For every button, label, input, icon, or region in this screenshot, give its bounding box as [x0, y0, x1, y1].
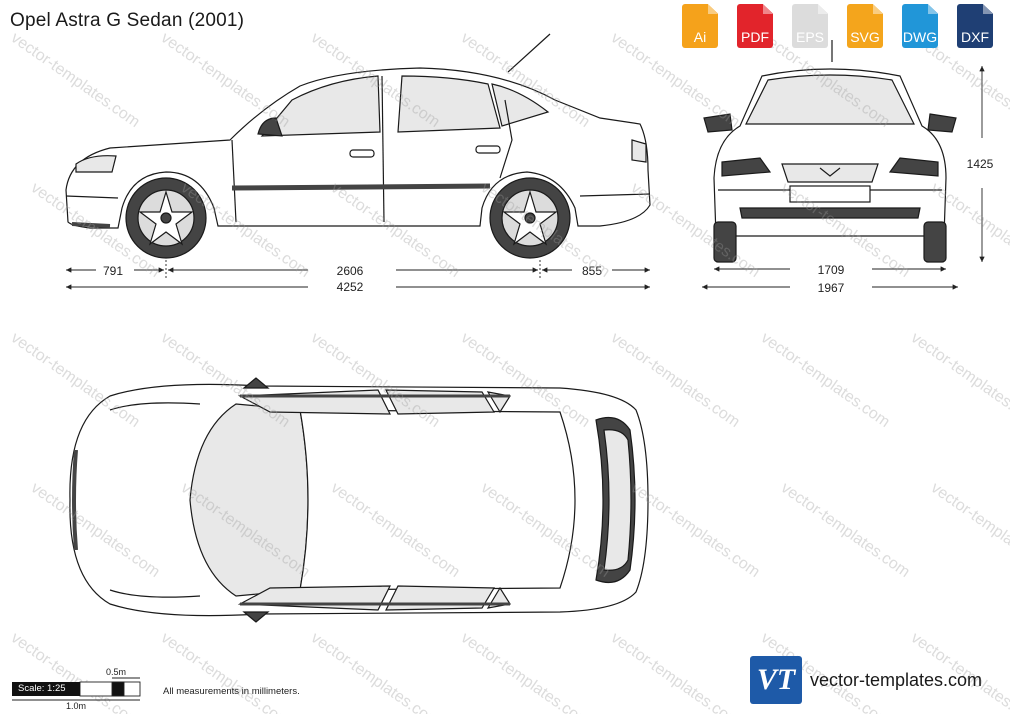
- format-label: EPS: [795, 29, 824, 45]
- scale-full-label: 1.0m: [66, 701, 87, 711]
- format-eps-icon[interactable]: EPS: [786, 4, 834, 48]
- watermark-text: vector-templates.com: [8, 29, 143, 131]
- watermark-text: vector-templates.com: [158, 29, 293, 131]
- brand-site[interactable]: vector-templates.com: [810, 669, 983, 690]
- dim-length: 4252: [337, 280, 364, 294]
- watermark-text: vector-templates.com: [928, 479, 1010, 581]
- side-dimensions: [66, 260, 650, 290]
- dim-height: 1425: [967, 157, 994, 171]
- format-icons: Ai PDF EPS SVG DWG DXF: [676, 4, 999, 48]
- format-label: Ai: [693, 29, 707, 45]
- format-label: PDF: [741, 29, 769, 45]
- rear-wheel: [489, 177, 571, 259]
- dim-front-overhang: 791: [103, 264, 123, 278]
- watermark-text: vector-templates.com: [158, 629, 293, 714]
- top-view: [69, 377, 649, 623]
- dim-rear-overhang: 855: [582, 264, 602, 278]
- watermark-text: vector-templates.com: [628, 479, 763, 581]
- brand-block[interactable]: VT vector-templates.com: [750, 656, 982, 704]
- watermark-text: vector-templates.com: [458, 629, 593, 714]
- dim-wheelbase: 2606: [337, 264, 364, 278]
- vt-logo-icon: VT: [750, 656, 802, 704]
- watermark-text: vector-templates.com: [308, 629, 443, 714]
- front-wheel: [125, 177, 207, 259]
- format-svg-icon[interactable]: SVG: [841, 4, 889, 48]
- watermark-text: vector-templates.com: [608, 629, 743, 714]
- format-label: DWG: [902, 29, 938, 45]
- scale-label: Scale: 1:25: [12, 682, 80, 696]
- front-dimensions: [702, 66, 985, 290]
- format-ai-icon[interactable]: Ai: [676, 4, 724, 48]
- watermark-text: vector-templates.com: [758, 329, 893, 431]
- scale-half-label: 0.5m: [106, 667, 127, 677]
- watermark-text: vector-templates.com: [8, 329, 143, 431]
- dim-track-width: 1709: [818, 263, 845, 277]
- side-view: [65, 33, 651, 259]
- watermark-text: vector-templates.com: [908, 329, 1010, 431]
- page-title: Opel Astra G Sedan (2001): [10, 10, 245, 31]
- dim-width-mirrors: 1967: [818, 281, 845, 295]
- watermark-text: vector-templates.com: [778, 479, 913, 581]
- format-label: DXF: [961, 29, 989, 45]
- measurement-note: All measurements in millimeters.: [163, 686, 300, 697]
- format-label: SVG: [850, 29, 880, 45]
- format-pdf-icon[interactable]: PDF: [731, 4, 779, 48]
- format-dxf-icon[interactable]: DXF: [951, 4, 999, 48]
- scale-bar: [12, 677, 141, 701]
- format-dwg-icon[interactable]: DWG: [896, 4, 944, 48]
- front-view: [703, 40, 957, 263]
